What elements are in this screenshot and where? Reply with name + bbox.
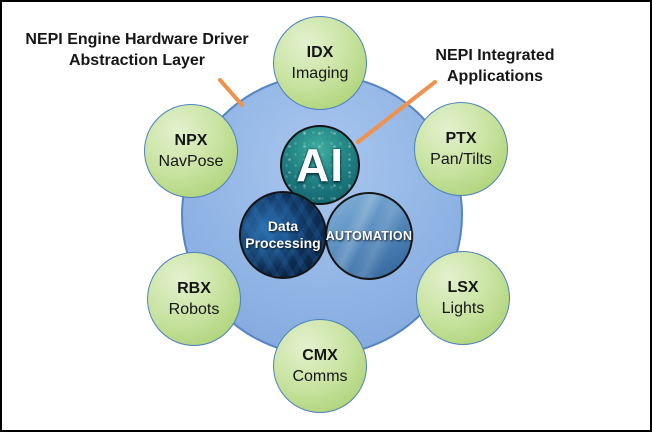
hardware-layer-label: NEPI Engine Hardware Driver Abstraction … bbox=[17, 29, 257, 71]
node-code: CMX bbox=[302, 347, 338, 364]
node-rbx-robots: RBX Robots bbox=[147, 252, 241, 346]
node-code: IDX bbox=[306, 44, 334, 61]
node-label: NavPose bbox=[158, 153, 224, 170]
node-lsx-lights: LSX Lights bbox=[416, 251, 510, 345]
node-ptx-pantilts: PTX Pan/Tilts bbox=[414, 102, 508, 196]
node-label: Robots bbox=[168, 301, 220, 318]
node-idx-imaging: IDX Imaging bbox=[273, 16, 367, 110]
node-npx-navpose: NPX NavPose bbox=[144, 104, 238, 198]
node-code: RBX bbox=[177, 280, 211, 297]
automation-circle: AUTOMATION bbox=[325, 192, 413, 280]
data-processing-label-line2: Processing bbox=[245, 235, 321, 251]
node-code: PTX bbox=[445, 130, 477, 147]
hardware-layer-label-line2: Abstraction Layer bbox=[68, 52, 206, 69]
applications-label-line1: NEPI Integrated bbox=[435, 47, 555, 64]
data-processing-label-line1: Data bbox=[267, 218, 299, 234]
node-cmx-comms: CMX Comms bbox=[273, 319, 367, 413]
ai-circle: AI bbox=[280, 125, 360, 205]
hardware-layer-label-line1: NEPI Engine Hardware Driver bbox=[25, 31, 249, 48]
node-code: NPX bbox=[174, 132, 208, 149]
node-code: LSX bbox=[447, 279, 479, 296]
automation-label: AUTOMATION bbox=[325, 229, 413, 243]
node-label: Lights bbox=[441, 300, 485, 317]
data-processing-circle: Data Processing bbox=[239, 191, 327, 279]
applications-label-line2: Applications bbox=[446, 68, 543, 85]
data-processing-label: Data Processing bbox=[245, 218, 320, 252]
node-label: Comms bbox=[292, 368, 348, 385]
ai-label: AI bbox=[296, 139, 344, 191]
node-label: Imaging bbox=[291, 65, 349, 82]
applications-label: NEPI Integrated Applications bbox=[425, 45, 565, 87]
node-label: Pan/Tilts bbox=[430, 151, 492, 168]
